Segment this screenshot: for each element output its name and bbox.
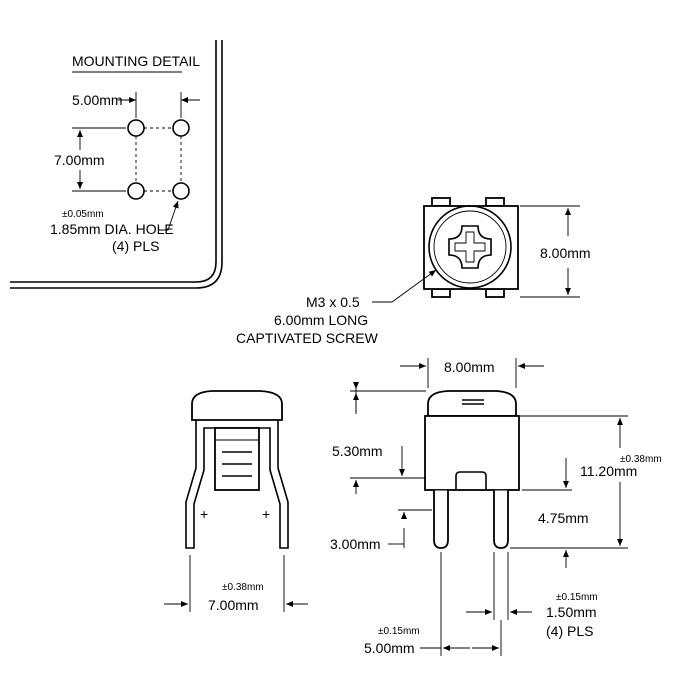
lead-width-tolerance: ±0.15mm — [556, 592, 598, 603]
side-view-lead-spacing: 7.00mm — [208, 597, 259, 613]
mounting-width-dim: 5.00mm — [72, 92, 123, 108]
mounting-hole — [127, 119, 145, 137]
pitch-tolerance: ±0.15mm — [378, 626, 420, 637]
mounting-detail-title: MOUNTING DETAIL — [72, 53, 200, 69]
svg-text:+: + — [262, 506, 270, 522]
side-view-cap — [191, 390, 283, 421]
mounting-hole — [127, 182, 145, 200]
hole-count-label: (4) PLS — [112, 238, 159, 254]
front-view-body-height: 5.30mm — [332, 443, 383, 459]
front-lead — [493, 490, 509, 549]
side-view: + + ±0.38mm 7.00mm — [164, 390, 308, 613]
top-view-size-dim: 8.00mm — [540, 245, 591, 261]
front-view-height-tolerance: ±0.38mm — [620, 454, 662, 465]
svg-text:+: + — [200, 506, 208, 522]
front-view-total-height: 11.20mm — [580, 463, 637, 479]
front-view-lead-lower: 3.00mm — [330, 536, 381, 552]
front-view-lead-length: 4.75mm — [538, 510, 589, 526]
top-view: 8.00mm M3 x 0.5 6.00mm LONG CAPTIVATED S… — [236, 197, 591, 346]
side-view-shaft — [214, 427, 260, 491]
mounting-hole — [172, 119, 190, 137]
side-view-tolerance: ±0.38mm — [222, 582, 264, 593]
screw-thread-label: M3 x 0.5 — [306, 294, 360, 310]
mounting-hole — [172, 182, 190, 200]
front-view-body — [424, 415, 520, 491]
front-lead — [433, 490, 449, 549]
screw-head-top — [428, 205, 512, 289]
front-view: 8.00mm 5.30mm 3.00mm ±0.38mm 11.20mm 4.7… — [330, 358, 662, 656]
lead-count: (4) PLS — [546, 623, 593, 639]
front-view-width-dim: 8.00mm — [444, 359, 495, 375]
top-view-body — [423, 205, 519, 290]
hole-tolerance: ±0.05mm — [62, 209, 104, 220]
hole-diameter-label: 1.85mm DIA. HOLE — [50, 221, 174, 237]
lead-width-dim: 1.50mm — [546, 604, 597, 620]
phillips-slot — [448, 225, 492, 269]
mounting-detail-frame — [10, 40, 217, 283]
screw-length-label: 6.00mm LONG — [274, 312, 368, 328]
screw-type-label: CAPTIVATED SCREW — [236, 330, 379, 346]
pitch-dim: 5.00mm — [364, 640, 415, 656]
mounting-detail: MOUNTING DETAIL 5.00mm 7.00mm ±0.05mm 1.… — [10, 40, 223, 289]
mounting-height-dim: 7.00mm — [54, 152, 105, 168]
